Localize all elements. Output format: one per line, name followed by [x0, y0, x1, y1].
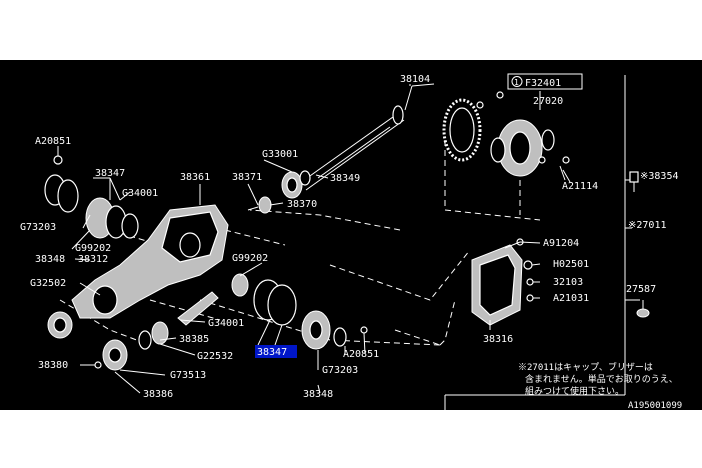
note-block: ※27011はキャップ、ブリザーは 含まれません。単品でお取りのうえ、 組みつけ… [518, 361, 678, 397]
label-g22532[interactable]: G22532 [197, 351, 233, 362]
note-line-2: 含まれません。単品でお取りのうえ、 [525, 373, 678, 385]
label-38354[interactable]: ※38354 [640, 171, 678, 182]
label-a20851-mid[interactable]: A20851 [343, 349, 379, 360]
selected-part-highlight [255, 345, 297, 358]
callout-labels: 38104 1 F32401 27020 A20851 G33001 38347… [20, 74, 678, 400]
diff-carrier-38361 [71, 204, 229, 319]
label-g99202-left[interactable]: G99202 [75, 243, 111, 254]
label-g73513[interactable]: G73513 [170, 370, 206, 381]
label-g33001[interactable]: G33001 [262, 149, 298, 160]
note-line-1: ※27011はキャップ、ブリザーは [518, 361, 653, 373]
label-38361[interactable]: 38361 [180, 172, 210, 183]
label-g34001-mid[interactable]: G34001 [208, 318, 244, 329]
label-38371[interactable]: 38371 [232, 172, 262, 183]
ref-marker: 1 [514, 78, 519, 87]
label-38316[interactable]: 38316 [483, 334, 513, 345]
frame-lines [444, 75, 640, 410]
label-g32502[interactable]: G32502 [30, 278, 66, 289]
label-38312[interactable]: 38312 [78, 254, 108, 265]
left-side-parts [44, 155, 139, 339]
label-a21031[interactable]: A21031 [553, 293, 589, 304]
label-38347-top[interactable]: 38347 [95, 168, 125, 179]
label-h02501[interactable]: H02501 [553, 259, 589, 270]
label-27020[interactable]: 27020 [533, 96, 563, 107]
note-line-3: 組みつけて使用下さい。 [525, 385, 624, 397]
label-a20851-top[interactable]: A20851 [35, 136, 71, 147]
assembly-dash-lines [59, 140, 541, 346]
label-27587[interactable]: 27587 [626, 284, 656, 295]
label-38104[interactable]: 38104 [400, 74, 430, 85]
label-ref-box[interactable]: F32401 [525, 78, 561, 89]
label-g73203-left[interactable]: G73203 [20, 222, 56, 233]
ring-gear-27020 [442, 91, 570, 181]
reference-box [507, 73, 583, 90]
leader-lines [57, 83, 571, 394]
label-38385[interactable]: 38385 [179, 334, 209, 345]
label-g99202-mid[interactable]: G99202 [232, 253, 268, 264]
label-38348-left[interactable]: 38348 [35, 254, 65, 265]
label-a91204[interactable]: A91204 [543, 238, 579, 249]
label-38370[interactable]: 38370 [287, 199, 317, 210]
breather-38354 [629, 171, 639, 192]
label-38386[interactable]: 38386 [143, 389, 173, 400]
pinion-bearings [247, 170, 311, 214]
label-38380[interactable]: 38380 [38, 360, 68, 371]
label-a21114[interactable]: A21114 [562, 181, 598, 192]
label-27011[interactable]: ※27011 [628, 220, 666, 231]
label-38348-bottom[interactable]: 38348 [303, 389, 333, 400]
label-g34001-top[interactable]: G34001 [122, 188, 158, 199]
plug-27587 [636, 300, 650, 318]
footer-code: A195001099 [628, 401, 682, 411]
label-38349[interactable]: 38349 [330, 173, 360, 184]
label-38347-selected[interactable]: 38347 [257, 347, 287, 358]
pinion-shaft-38104 [299, 85, 413, 191]
label-32103[interactable]: 32103 [553, 277, 583, 288]
middle-parts [94, 273, 368, 371]
label-g73203-bottom[interactable]: G73203 [322, 365, 358, 376]
rear-cover-38316 [471, 238, 534, 326]
